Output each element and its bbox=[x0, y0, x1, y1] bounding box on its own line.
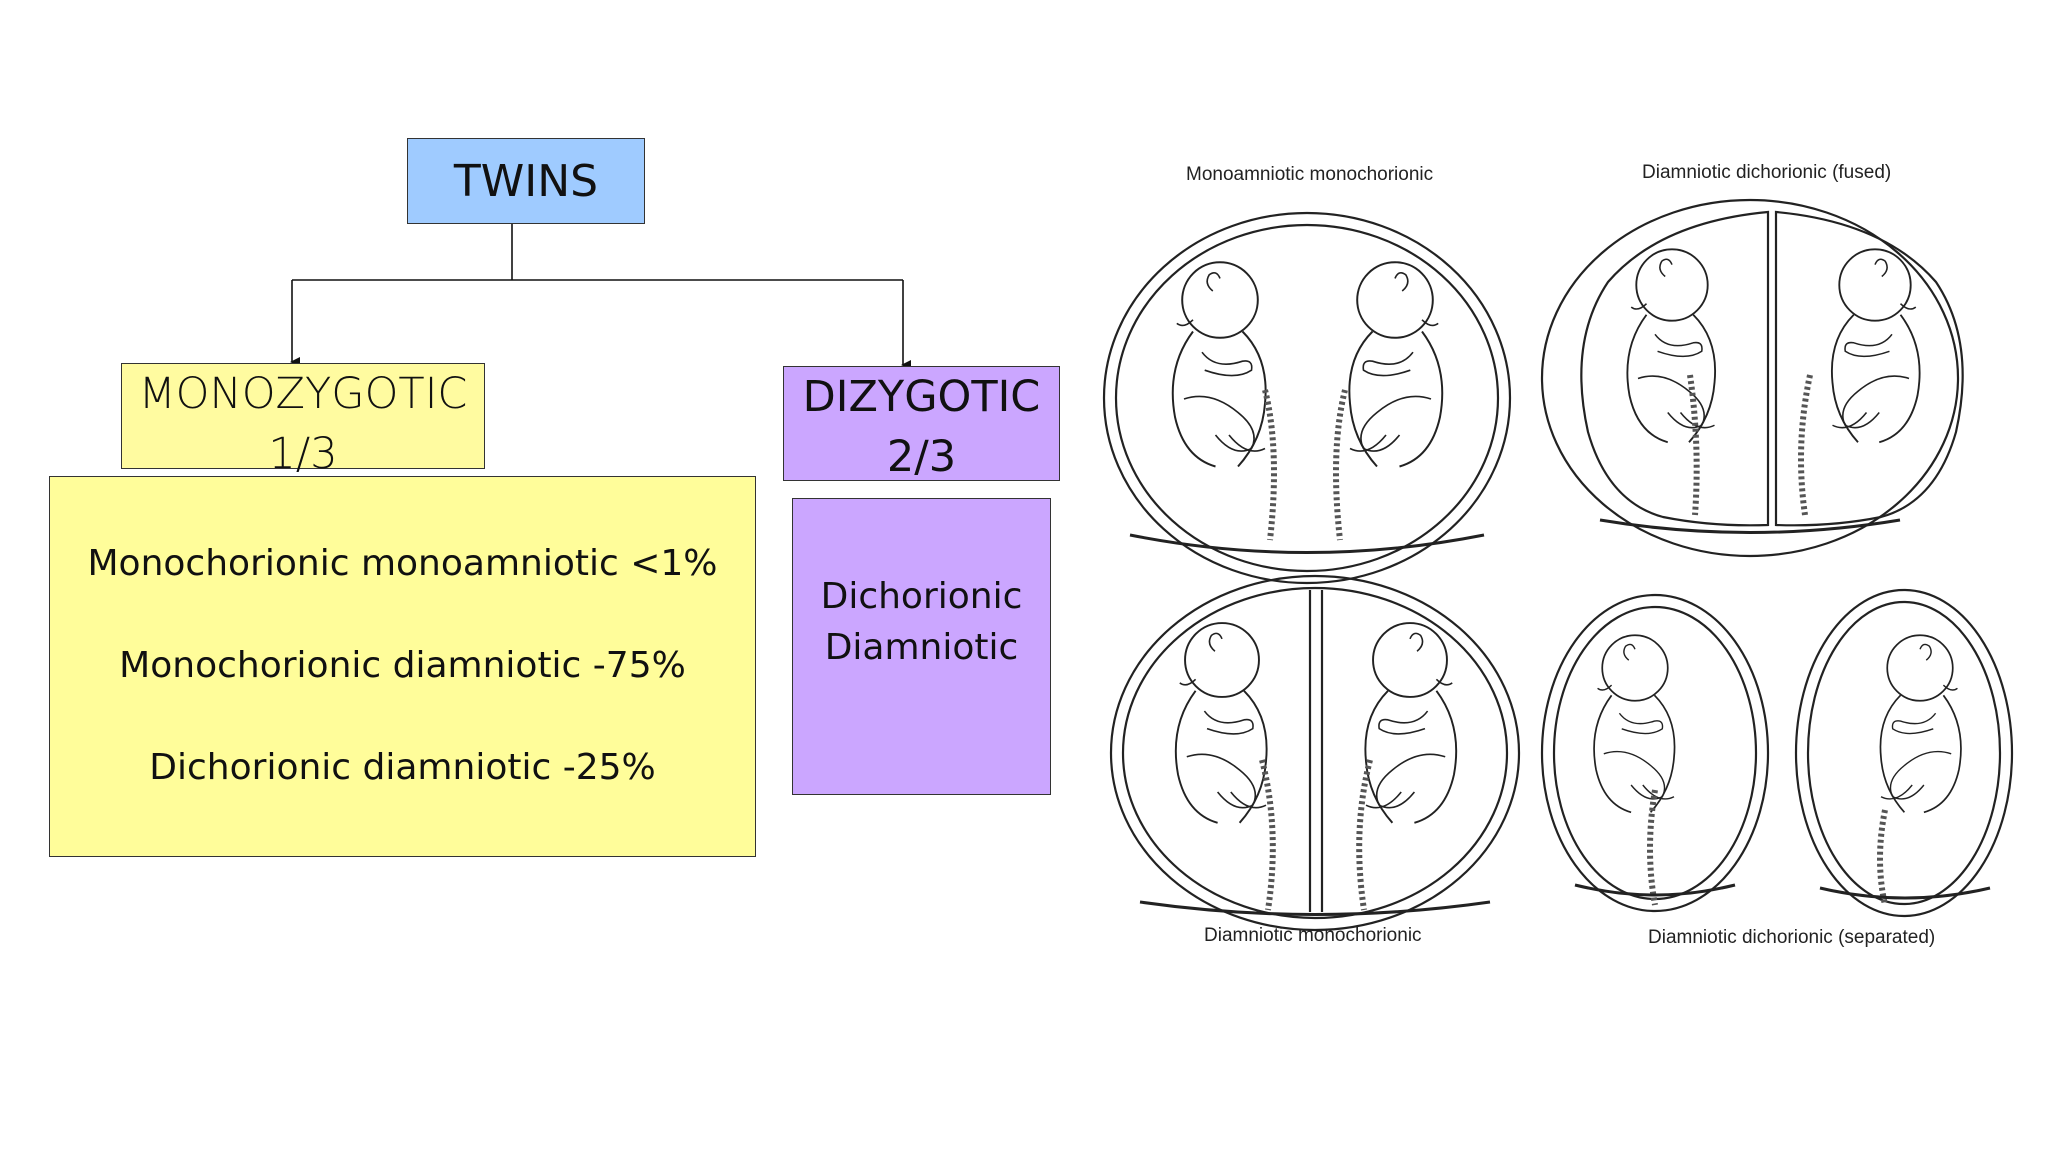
mono-detail-line: Monochorionic monoamniotic <1% bbox=[87, 543, 718, 584]
di-detail-line: Diamniotic bbox=[824, 627, 1019, 668]
twins-root-box: TWINS bbox=[407, 138, 645, 224]
dizygotic-fraction: 2/3 bbox=[886, 432, 957, 482]
caption-diamniotic-dichorionic-separated: Diamniotic dichorionic (separated) bbox=[1648, 927, 1936, 948]
diamniotic-dichorionic-fused-figure bbox=[1540, 198, 1964, 558]
monozygotic-label: MONOZYGOTIC bbox=[138, 369, 468, 419]
di-detail-line: Dichorionic bbox=[820, 576, 1023, 617]
diamniotic-dichorionic-separated-figure bbox=[1540, 588, 2014, 918]
dizygotic-detail-box: Dichorionic Diamniotic bbox=[792, 498, 1051, 795]
mono-detail-line: Monochorionic diamniotic -75% bbox=[119, 645, 686, 686]
caption-diamniotic-dichorionic-fused: Diamniotic dichorionic (fused) bbox=[1642, 162, 1892, 183]
diamniotic-monochorionic-figure bbox=[1109, 574, 1521, 932]
monoamniotic-monochorionic-figure bbox=[1102, 211, 1512, 585]
monozygotic-box: MONOZYGOTIC 1/3 bbox=[121, 363, 485, 479]
monozygotic-fraction: 1/3 bbox=[268, 429, 338, 479]
caption-monoamniotic-monochorionic: Monoamniotic monochorionic bbox=[1186, 164, 1434, 185]
dizygotic-box: DIZYGOTIC 2/3 bbox=[783, 366, 1060, 482]
twins-label: TWINS bbox=[453, 155, 599, 207]
monozygotic-detail-box: Monochorionic monoamniotic <1% Monochori… bbox=[49, 476, 756, 857]
dizygotic-label: DIZYGOTIC bbox=[802, 372, 1041, 422]
caption-diamniotic-monochorionic: Diamniotic monochorionic bbox=[1204, 925, 1422, 946]
mono-detail-line: Dichorionic diamniotic -25% bbox=[149, 747, 656, 788]
